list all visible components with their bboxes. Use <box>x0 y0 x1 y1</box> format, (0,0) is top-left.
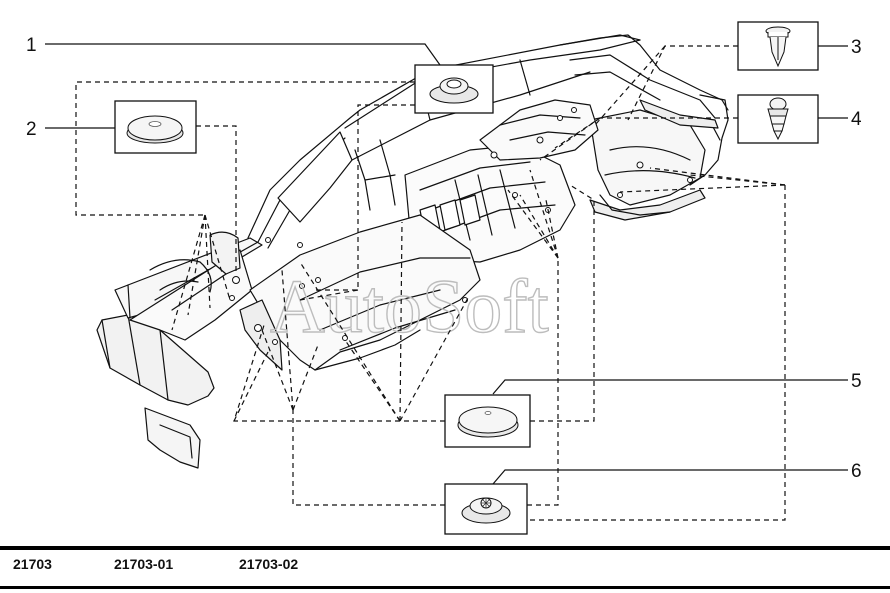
callout-4: 4 <box>851 109 862 130</box>
body-plugs-diagram: AutoSoft <box>26 21 862 535</box>
car-body-illustration <box>96 34 729 469</box>
part-box-2 <box>114 100 197 154</box>
part-box-3 <box>737 21 819 71</box>
footer-bottom-rule <box>0 586 890 589</box>
callout-leaders <box>45 43 848 485</box>
part-box-1 <box>414 64 494 114</box>
plug-holes <box>229 107 693 345</box>
callout-6: 6 <box>851 461 862 482</box>
dashed-leaders <box>75 45 786 521</box>
callout-2: 2 <box>26 119 37 140</box>
callout-3: 3 <box>851 37 862 58</box>
callout-5: 5 <box>851 371 862 392</box>
footer-codes: 21703 21703-01 21703-02 <box>0 556 890 580</box>
part-box-6 <box>444 483 528 535</box>
code-21703-02: 21703-02 <box>239 556 299 572</box>
part-box-5 <box>444 394 531 448</box>
code-21703-01: 21703-01 <box>114 556 174 572</box>
code-21703: 21703 <box>13 556 52 572</box>
callout-1: 1 <box>26 35 37 56</box>
watermark: AutoSoft <box>270 265 549 349</box>
part-box-4 <box>737 94 819 144</box>
footer-top-rule <box>0 546 890 550</box>
